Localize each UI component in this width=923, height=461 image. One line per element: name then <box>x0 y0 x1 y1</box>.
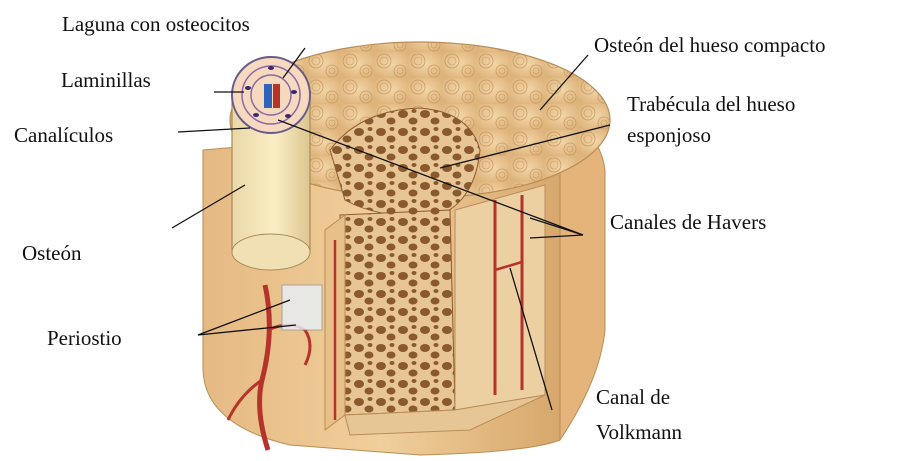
haversian-artery <box>273 84 280 108</box>
cutaway-section <box>340 210 455 415</box>
label-laguna-con-osteocitos: Laguna con osteocitos <box>62 11 250 38</box>
label-volkmann-line1: Canal de <box>596 384 670 411</box>
label-trabecula-line1: Trabécula del hueso <box>627 91 795 118</box>
periosteum-layer <box>282 285 322 330</box>
osteon-bottom <box>232 234 310 270</box>
label-laminillas: Laminillas <box>61 67 151 94</box>
label-trabecula-line2: esponjoso <box>627 122 711 149</box>
label-volkmann-line2: Volkmann <box>596 419 682 446</box>
label-canaliculos: Canalículos <box>14 122 113 149</box>
haversian-vein <box>264 84 272 108</box>
label-periostio: Periostio <box>47 325 122 352</box>
label-osteon-hueso-compacto: Osteón del hueso compacto <box>594 32 826 59</box>
label-osteon: Osteón <box>22 240 82 267</box>
label-canales-de-havers: Canales de Havers <box>610 209 766 236</box>
